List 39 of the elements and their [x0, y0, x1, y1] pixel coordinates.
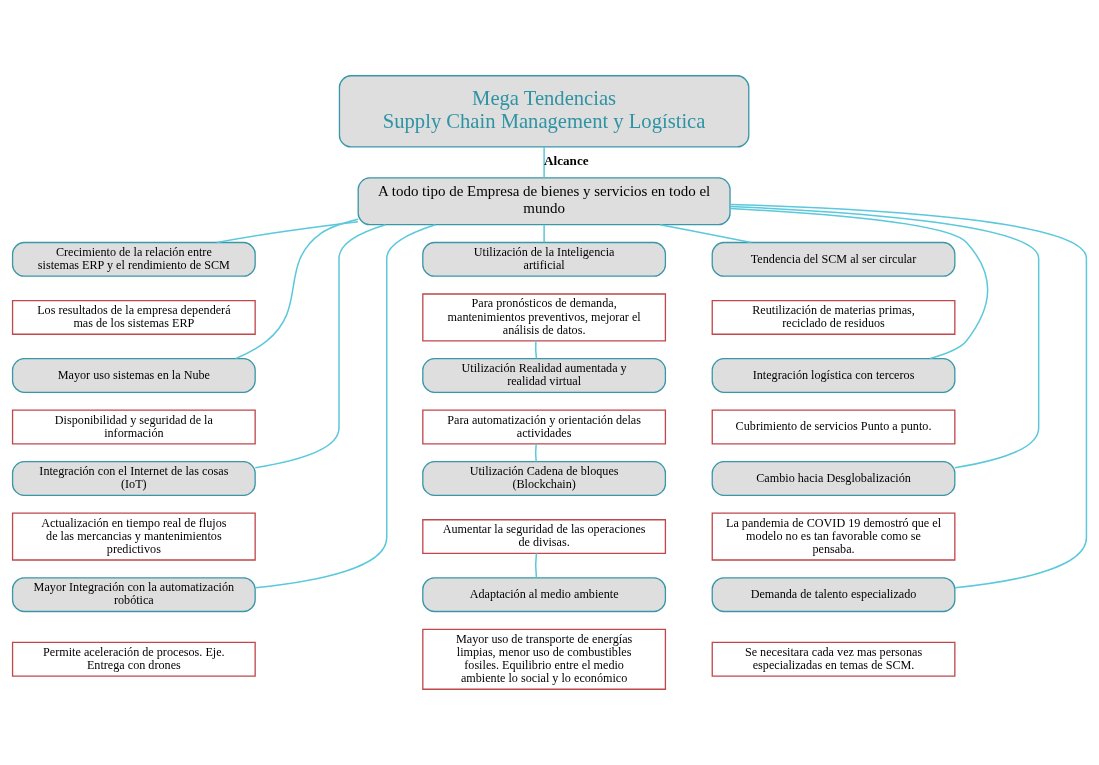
node-box: Para automatización y orientación delas actividades [422, 409, 667, 445]
node-box: Permite aceleración de procesos. Eje. Entrega con drones [11, 641, 256, 677]
node-box: Aumentar la seguridad de las operaciones de divisas. [422, 519, 667, 555]
node-box: Mayor Integración con la automatización robótica [11, 577, 256, 613]
node-box: Integración con el Internet de las cosas (IoT) [11, 461, 256, 497]
node-box: Actualización en tiempo real de flujos de las mercancias y mantenimientos predictivos [11, 512, 256, 561]
node-box: Cambio hacia Desglobalización [711, 461, 956, 497]
node-box: Mayor uso sistemas en la Nube [11, 357, 256, 393]
node-box: Utilización de la Inteligencia artificial [422, 241, 667, 277]
node-box: Crecimiento de la relación entre sistemas ERP y el rendimiento de SCM [11, 241, 256, 277]
node-box: Cubrimiento de servicios Punto a punto. [711, 409, 956, 445]
connector [534, 443, 537, 463]
connector [534, 552, 538, 579]
node-box: Reutilización de materias primas, reciclado de residuos [711, 299, 956, 335]
node-box: Utilización Realidad aumentada y realidad virtual [422, 357, 667, 393]
connector [543, 224, 545, 243]
node-box: Mayor uso de transporte de energías limpias, menor uso de combustibles fosiles. Equilibrio entre el medio ambiente lo social y lo económico [422, 628, 667, 690]
node-box: Tendencia del SCM al ser circular [711, 241, 956, 277]
connector [534, 340, 538, 360]
node-box: Integración logística con terceros [711, 357, 956, 393]
node-box: Utilización Cadena de bloques (Blockchain) [422, 461, 667, 497]
node-box: Los resultados de la empresa dependerá mas de los sistemas ERP [11, 299, 256, 335]
connector [216, 221, 359, 244]
connector [659, 224, 753, 244]
connector [254, 223, 387, 469]
connector [729, 203, 1088, 589]
node-box: Adaptación al medio ambiente [422, 577, 667, 613]
connector [729, 207, 989, 360]
connector [729, 205, 1040, 469]
connector [254, 223, 436, 589]
node-box: Mega Tendencias Supply Chain Management y Logística [338, 75, 750, 148]
connector [235, 218, 359, 360]
node-box: Disponibilidad y seguridad de la información [11, 409, 256, 445]
node-box: La pandemia de COVID 19 demostró que el modelo no es tan favorable como se pensaba. [711, 512, 956, 561]
node-box: Se necesitara cada vez mas personas especializadas en temas de SCM. [711, 641, 956, 677]
connector [543, 146, 545, 179]
node-box: A todo tipo de Empresa de bienes y servicios en todo el mundo [357, 177, 731, 226]
node-box: Para pronósticos de demanda, mantenimientos preventivos, mejorar el análisis de datos. [422, 293, 667, 342]
node-box: Demanda de talento especializado [711, 577, 956, 613]
